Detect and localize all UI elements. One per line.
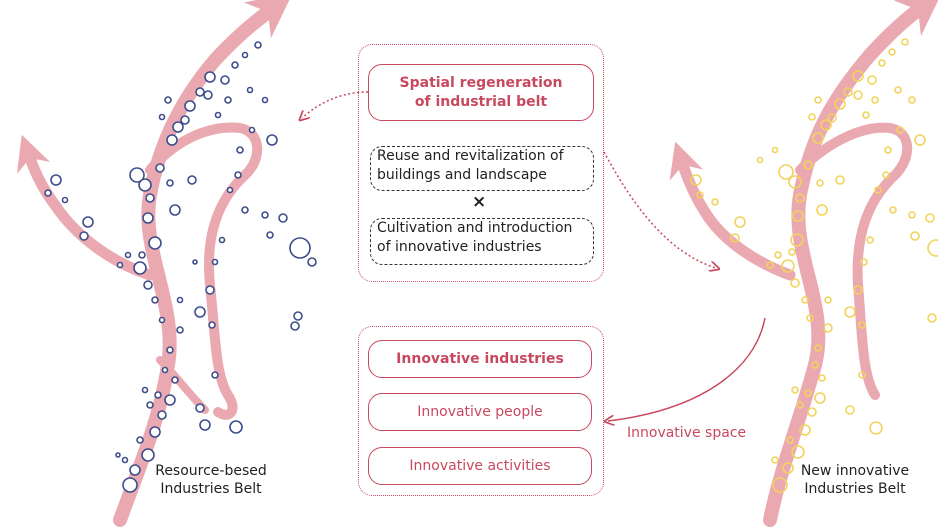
left-belt-label-line-1: Resource-besed <box>155 463 267 479</box>
spatial-regeneration-line-2: of industrial belt <box>414 93 548 110</box>
innovative-activities-box: Innovative activities <box>368 447 592 485</box>
right-belt <box>669 0 938 527</box>
left-circles <box>44 41 317 493</box>
bottom-group-frame <box>358 326 604 496</box>
left-belt-east-loop <box>145 122 263 420</box>
right-belt-main-stem <box>763 0 938 527</box>
arrow-innovative-space <box>608 317 766 421</box>
right-belt-label-line-1: New innovative <box>800 463 910 479</box>
innovative-people-box: Innovative people <box>368 393 592 431</box>
spatial-regeneration-box: Spatial regeneration of industrial belt <box>368 64 594 121</box>
reuse-revitalization-box: Reuse and revitalization of buildings an… <box>370 146 594 191</box>
cultivation-line-2: of innovative industries <box>377 239 542 255</box>
right-belt-west-branch <box>669 141 796 281</box>
reuse-line-1: Reuse and revitalization of <box>377 148 564 164</box>
arrow-to-right-belt <box>603 151 716 268</box>
arrow-to-left-belt <box>302 91 369 118</box>
right-belt-label: New innovative Industries Belt <box>792 462 918 498</box>
reuse-line-2: buildings and landscape <box>377 167 547 183</box>
left-belt-label-line-2: Industries Belt <box>160 481 262 497</box>
innovative-industries-box: Innovative industries <box>368 340 592 378</box>
right-circles <box>690 38 938 493</box>
right-belt-label-line-2: Industries Belt <box>804 481 906 497</box>
cultivation-box: Cultivation and introduction of innovati… <box>370 218 594 265</box>
top-group-frame <box>358 44 604 282</box>
innovative-space-label: Innovative space <box>627 425 747 441</box>
cultivation-line-1: Cultivation and introduction <box>377 220 573 236</box>
left-belt <box>16 0 293 527</box>
multiply-operator: × <box>472 192 487 212</box>
spatial-regeneration-line-1: Spatial regeneration <box>399 74 563 91</box>
left-belt-label: Resource-besed Industries Belt <box>150 462 272 498</box>
